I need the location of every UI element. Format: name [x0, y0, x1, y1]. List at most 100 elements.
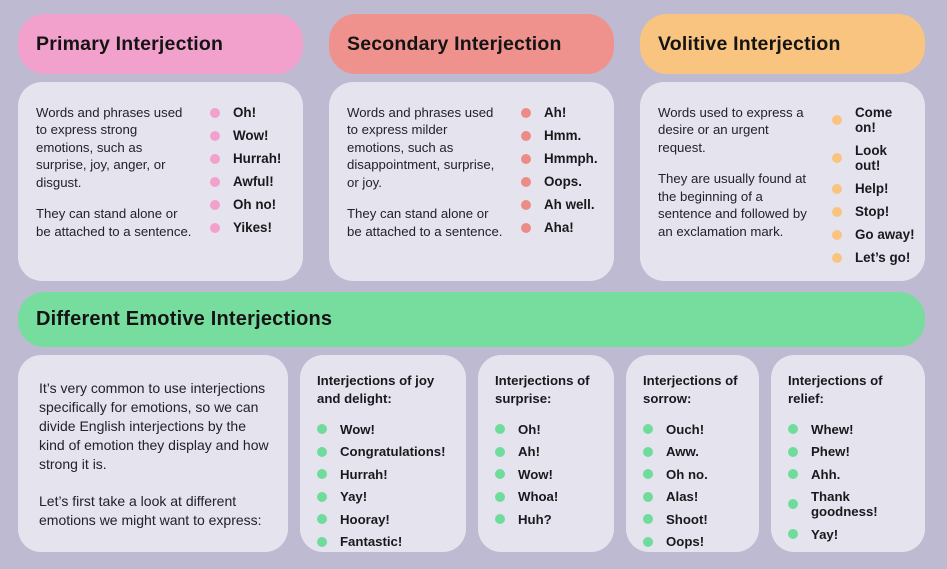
list-item: Whoa! — [495, 489, 604, 504]
list-item-label: Hooray! — [340, 511, 390, 527]
list-item-label: Hurrah! — [340, 466, 388, 482]
list-item: Oops. — [521, 174, 604, 189]
list-item: Wow! — [317, 422, 456, 437]
list-item: Stop! — [832, 204, 915, 219]
secondary-interjection-column: Secondary Interjection Words and phrases… — [329, 14, 614, 281]
bullet-dot-icon — [521, 222, 531, 233]
list-item-label: Wow! — [233, 128, 269, 143]
list-item: Look out! — [832, 143, 915, 173]
bullet-dot-icon — [643, 514, 653, 525]
list-item: Aha! — [521, 220, 604, 235]
bullet-dot-icon — [521, 176, 531, 187]
bullet-dot-icon — [521, 153, 531, 164]
intro-paragraph: It’s very common to use interjections sp… — [39, 380, 269, 473]
bullet-dot-icon — [788, 529, 798, 540]
list-item-label: Fantastic! — [340, 534, 403, 550]
bullet-dot-icon — [210, 199, 220, 210]
list-item-label: Congratulations! — [340, 444, 446, 460]
bullet-dot-icon — [317, 514, 327, 525]
secondary-interjection-card: Words and phrases used to express milder… — [329, 82, 614, 281]
surprise-list: Oh! Ah! Wow! Whoa! Huh? — [495, 422, 604, 527]
list-item: Awful! — [210, 174, 293, 189]
list-item-label: Yikes! — [233, 220, 272, 235]
bullet-dot-icon — [495, 469, 505, 480]
list-item-label: Hmm. — [544, 128, 582, 143]
list-item: Ah well. — [521, 197, 604, 212]
secondary-description: Words and phrases used to express milder… — [347, 104, 505, 265]
list-item: Let’s go! — [832, 250, 915, 265]
bullet-dot-icon — [788, 469, 798, 480]
primary-description: Words and phrases used to express strong… — [36, 104, 194, 265]
list-item: Yay! — [317, 489, 456, 504]
bullet-dot-icon — [643, 424, 653, 435]
list-item-label: Yay! — [811, 526, 839, 542]
list-item-label: Look out! — [855, 143, 887, 173]
list-item: Hurrah! — [317, 467, 456, 482]
list-item-label: Hurrah! — [233, 151, 282, 166]
group-title: Interjections of relief: — [788, 373, 883, 407]
list-item-label: Aha! — [544, 220, 574, 235]
bullet-dot-icon — [832, 153, 842, 163]
bullet-dot-icon — [832, 206, 842, 217]
list-item: Ah! — [495, 444, 604, 459]
primary-interjection-card: Words and phrases used to express strong… — [18, 82, 303, 281]
secondary-interjection-header: Secondary Interjection — [329, 14, 614, 74]
list-item: Wow! — [210, 128, 293, 143]
list-item-label: Ah! — [518, 444, 540, 460]
bullet-dot-icon — [832, 252, 842, 263]
list-item: Wow! — [495, 467, 604, 482]
list-item: Fantastic! — [317, 534, 456, 549]
primary-interjection-column: Primary Interjection Words and phrases u… — [18, 14, 303, 281]
bullet-dot-icon — [317, 491, 327, 502]
list-item: Oh! — [495, 422, 604, 437]
list-item: Hmmph. — [521, 151, 604, 166]
volitive-interjection-card: Words used to express a desire or an urg… — [640, 82, 925, 281]
joy-delight-card: Interjections of joy and delight: Wow! C… — [300, 355, 466, 552]
list-item-label: Oops! — [666, 534, 705, 550]
list-item-label: Shoot! — [666, 511, 708, 527]
list-item: Oh no. — [643, 467, 749, 482]
list-item-label: Ah! — [544, 105, 567, 120]
description-paragraph: They are usually found at the beginning … — [658, 171, 807, 239]
group-title: Interjections of joy and delight: — [317, 373, 435, 407]
list-item: Oops! — [643, 534, 749, 549]
bullet-dot-icon — [832, 229, 842, 240]
list-item: Ouch! — [643, 422, 749, 437]
bullet-dot-icon — [210, 176, 220, 187]
group-title: Interjections of sorrow: — [643, 373, 738, 407]
primary-interjection-header: Primary Interjection — [18, 14, 303, 74]
emotive-intro-card: It’s very common to use interjections sp… — [18, 355, 288, 552]
list-item-label: Yay! — [340, 489, 368, 505]
description-paragraph: Words and phrases used to express strong… — [36, 105, 183, 190]
emotive-interjections-header: Different Emotive Interjections — [18, 292, 925, 347]
list-item-label: Hmmph. — [544, 151, 598, 166]
list-item-label: Whoa! — [518, 489, 559, 505]
volitive-interjection-header: Volitive Interjection — [640, 14, 925, 74]
volitive-description: Words used to express a desire or an urg… — [658, 104, 816, 265]
intro-paragraph: Let’s first take a look at different emo… — [39, 493, 262, 529]
bullet-dot-icon — [788, 499, 798, 510]
list-item: Come on! — [832, 105, 915, 135]
sorrow-card: Interjections of sorrow: Ouch! Aww. Oh n… — [626, 355, 759, 552]
list-item-label: Wow! — [340, 421, 375, 437]
bullet-dot-icon — [643, 469, 653, 480]
list-item: Thank goodness! — [788, 489, 915, 519]
list-item: Ah! — [521, 105, 604, 120]
list-item: Help! — [832, 181, 915, 196]
list-item: Hooray! — [317, 512, 456, 527]
list-item-label: Let’s go! — [855, 250, 911, 265]
bullet-dot-icon — [210, 130, 220, 141]
joy-delight-list: Wow! Congratulations! Hurrah! Yay! Hoora… — [317, 422, 456, 549]
list-item: Alas! — [643, 489, 749, 504]
bullet-dot-icon — [210, 222, 220, 233]
list-item-label: Go away! — [855, 227, 915, 242]
bullet-dot-icon — [210, 153, 220, 164]
relief-card: Interjections of relief: Whew! Phew! Ahh… — [771, 355, 925, 552]
emotive-cards-row: It’s very common to use interjections sp… — [18, 355, 925, 552]
list-item: Oh! — [210, 105, 293, 120]
list-item: Aww. — [643, 444, 749, 459]
bullet-dot-icon — [495, 491, 505, 502]
emotive-interjections-title: Different Emotive Interjections — [36, 308, 333, 330]
list-item-label: Ah well. — [544, 197, 595, 212]
